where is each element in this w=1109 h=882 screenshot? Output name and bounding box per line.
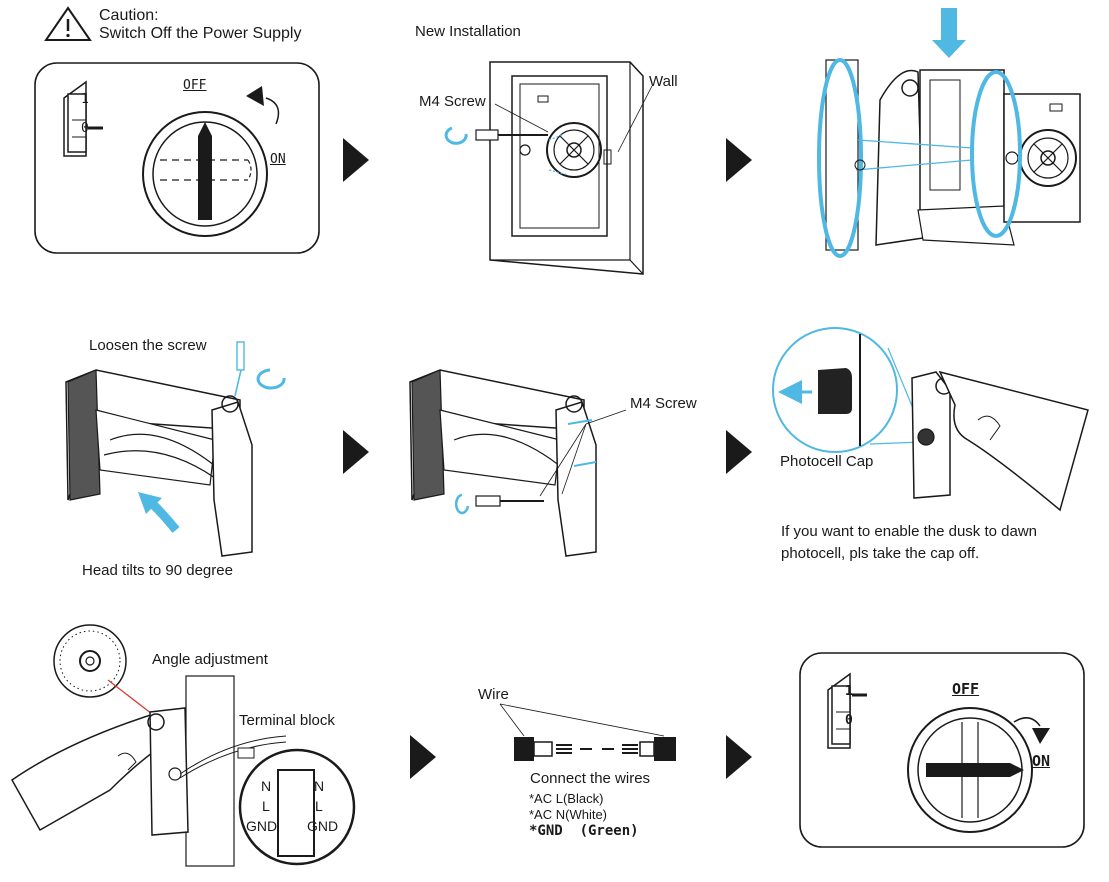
- terminal-n-right: N: [314, 778, 325, 794]
- photocell-illustration: [772, 327, 1089, 512]
- photocell-note-2: photocell, pls take the cap off.: [781, 545, 980, 562]
- install-title: New Installation: [415, 23, 521, 40]
- angle-adjust-illustration: [11, 624, 356, 867]
- tilt-head-illustration: [65, 341, 286, 557]
- mount-exploded-illustration: [817, 8, 1081, 258]
- terminal-l-right: L: [315, 798, 323, 814]
- next-arrow-2: [726, 138, 752, 182]
- fix-screw-label: M4 Screw: [630, 395, 697, 412]
- connect-title: Connect the wires: [530, 770, 651, 787]
- caution-title: Caution:: [99, 7, 159, 24]
- rocker-switch-icon: [63, 80, 103, 157]
- final-switch-mark-off: 0: [845, 713, 853, 728]
- power-dial-off: [142, 111, 268, 237]
- terminal-n-left: N: [261, 778, 272, 794]
- switch-mark-off: 0: [81, 121, 89, 136]
- wall-label: Wall: [649, 73, 678, 90]
- install-screw-label: M4 Screw: [419, 93, 486, 110]
- dial-on-label: ON: [270, 152, 286, 167]
- wire-line-3: *GND (Green): [529, 823, 639, 839]
- terminal-l-left: L: [262, 798, 270, 814]
- wire-connector-illustration: [499, 703, 676, 761]
- next-arrow-4: [726, 430, 752, 474]
- terminal-gnd-right: GND: [307, 818, 339, 834]
- dial-off-label: OFF: [183, 78, 207, 93]
- next-arrow-3: [343, 430, 369, 474]
- next-arrow-5: [410, 735, 436, 779]
- caution-subtitle: Switch Off the Power Supply: [99, 25, 302, 42]
- next-arrow-6: [726, 735, 752, 779]
- angle-label: Angle adjustment: [152, 651, 268, 668]
- wire-line-2: *AC N(White): [529, 807, 608, 822]
- power-on-panel: [799, 652, 1085, 848]
- wire-line-1: *AC L(Black): [529, 791, 604, 806]
- wire-label: Wire: [478, 686, 509, 703]
- terminal-gnd-left: GND: [246, 818, 278, 834]
- screw-fix-illustration: [409, 369, 627, 557]
- final-dial-on-label: ON: [1032, 752, 1051, 770]
- photocell-note-1: If you want to enable the dusk to dawn: [781, 523, 1038, 540]
- loosen-label: Loosen the screw: [89, 337, 207, 354]
- warning-icon: [44, 6, 92, 41]
- rotate-arrow-icon: [246, 86, 280, 125]
- next-arrow-1: [343, 138, 369, 182]
- terminal-label: Terminal block: [239, 712, 335, 729]
- final-dial-off-label: OFF: [952, 680, 980, 698]
- tilt-caption: Head tilts to 90 degree: [82, 562, 233, 579]
- caution-panel: [34, 62, 320, 254]
- switch-mark-on: 1: [81, 92, 89, 107]
- final-switch-mark-on: 1: [845, 684, 853, 699]
- photocell-label: Photocell Cap: [780, 453, 874, 470]
- wall-box-illustration: [444, 61, 653, 275]
